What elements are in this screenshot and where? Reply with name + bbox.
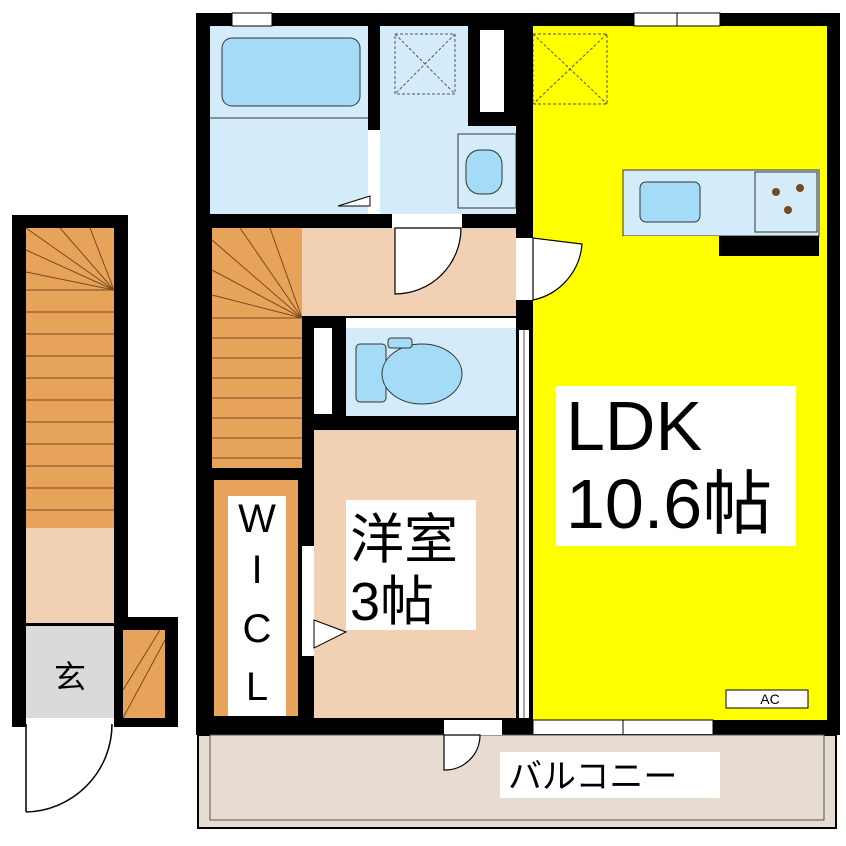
main-stair-treads	[211, 227, 303, 459]
ldk-size: 10.6帖	[566, 465, 772, 543]
balcony-door-gap	[444, 720, 502, 735]
basin-bowl	[465, 149, 503, 195]
ldk-label-box	[556, 386, 796, 546]
wcl-letter-l: L	[246, 665, 268, 709]
wcl-label-box	[228, 496, 286, 716]
kitchen-sink	[639, 181, 701, 223]
annex-hall	[26, 528, 114, 623]
kitchen-back-wall	[623, 236, 719, 256]
entrance-floor	[26, 626, 114, 718]
entrance-door-gap	[26, 718, 114, 728]
ldk-door[interactable]	[532, 237, 583, 301]
toilet-shelf	[314, 328, 332, 414]
vent-icon	[394, 33, 456, 95]
wcl-door-swing[interactable]	[313, 619, 348, 649]
western-room-name: 洋室	[350, 510, 458, 570]
entrance-door[interactable]	[25, 723, 113, 813]
washroom-door-gap	[392, 214, 462, 228]
main-stairs	[212, 228, 302, 468]
annex-stair-treads	[25, 227, 115, 511]
ac-label: AC	[760, 691, 779, 707]
refrigerator-space	[480, 30, 504, 112]
bath-door-opening	[368, 130, 380, 214]
entrance-label: 玄	[54, 659, 86, 695]
wcl-letter-i: I	[251, 548, 262, 592]
bath-door[interactable]	[337, 195, 371, 207]
western-label-box	[346, 500, 476, 630]
kitchen-partition	[719, 236, 819, 256]
ac-unit	[725, 689, 809, 709]
wcl-sliding-door[interactable]	[302, 546, 314, 656]
wcl-letter-w: W	[238, 497, 276, 541]
toilet-icon	[355, 337, 463, 405]
bathtub	[221, 37, 361, 107]
balcony-label-box	[500, 752, 720, 798]
shoe-closet	[123, 630, 165, 718]
stove	[754, 171, 818, 233]
toilet-door-strip	[346, 318, 516, 328]
window	[231, 12, 273, 27]
burner-icon	[772, 188, 780, 196]
ldk-room	[533, 26, 827, 720]
wcl-letter-c: C	[243, 607, 272, 651]
balcony-door[interactable]	[443, 734, 481, 771]
ldk-name: LDK	[566, 387, 702, 465]
ldk-door-gap	[516, 238, 533, 300]
burner-icon	[784, 206, 792, 214]
upper-wall	[210, 214, 533, 228]
burner-icon	[796, 184, 804, 192]
washroom-door[interactable]	[394, 227, 462, 295]
western-room-size: 3帖	[350, 572, 434, 632]
balcony-label: バルコニー	[508, 758, 677, 796]
